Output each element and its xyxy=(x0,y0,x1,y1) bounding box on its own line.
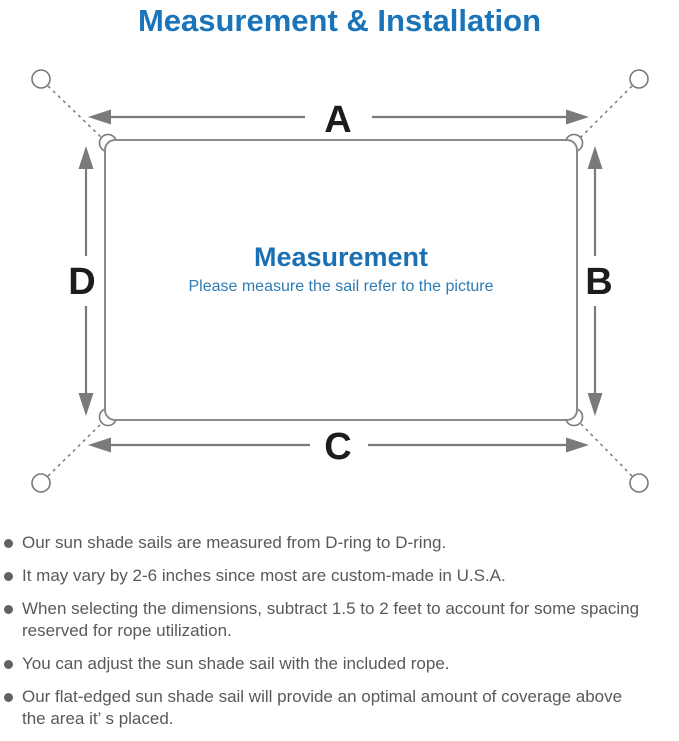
dimension-label-a: A xyxy=(324,99,351,141)
bullet-icon xyxy=(4,539,13,548)
anchor-ring-top-right-icon xyxy=(629,69,649,89)
sail-diagram-canvas: A C D B xyxy=(31,69,649,493)
page-title: Measurement & Installation xyxy=(137,3,542,38)
arrowhead-down-icon xyxy=(587,393,603,416)
anchor-ring-bottom-right-icon xyxy=(629,473,649,493)
list-item: You can adjust the sun shade sail with t… xyxy=(4,653,667,675)
note-text: It may vary by 2-6 inches since most are… xyxy=(22,566,506,585)
dimension-label-b: B xyxy=(585,261,612,303)
bullet-icon xyxy=(4,605,13,614)
note-text: Our flat-edged sun shade sail will provi… xyxy=(22,687,623,728)
diagram-subtitle: Please measure the sail refer to the pic… xyxy=(188,278,494,295)
list-item: Our flat-edged sun shade sail will provi… xyxy=(4,686,667,730)
dimension-arrow-a: A xyxy=(88,99,589,141)
dimension-label-c: C xyxy=(324,426,351,468)
dimension-arrow-d: D xyxy=(68,146,96,416)
arrowhead-left-icon xyxy=(88,437,111,453)
notes-list: Our sun shade sails are measured from D-… xyxy=(0,532,679,741)
arrowhead-right-icon xyxy=(566,109,589,125)
note-text: You can adjust the sun shade sail with t… xyxy=(22,654,450,673)
bullet-icon xyxy=(4,693,13,702)
dimension-arrow-c: C xyxy=(88,426,589,468)
bullet-icon xyxy=(4,660,13,669)
diagram-heading: Measurement xyxy=(253,242,429,272)
rope-dashed-bottom-left xyxy=(47,422,103,477)
diagram-center-text: Measurement Please measure the sail refe… xyxy=(105,242,577,296)
measurement-diagram: A C D B Measurement Please mea xyxy=(0,60,679,520)
arrowhead-right-icon xyxy=(566,437,589,453)
dimension-arrow-b: B xyxy=(585,146,613,416)
shade-sail-outline xyxy=(104,139,578,421)
dimension-label-d: D xyxy=(68,261,95,303)
rope-dashed-top-left xyxy=(47,85,103,139)
bullet-icon xyxy=(4,572,13,581)
rope-dashed-top-right xyxy=(579,85,633,139)
anchor-ring-top-left-icon xyxy=(31,69,51,89)
arrowhead-up-icon xyxy=(587,146,603,169)
list-item: When selecting the dimensions, subtract … xyxy=(4,598,667,642)
list-item: Our sun shade sails are measured from D-… xyxy=(4,532,667,554)
arrowhead-left-icon xyxy=(88,109,111,125)
rope-dashed-bottom-right xyxy=(579,422,633,477)
note-text: Our sun shade sails are measured from D-… xyxy=(22,533,447,552)
anchor-ring-bottom-left-icon xyxy=(31,473,51,493)
list-item: It may vary by 2-6 inches since most are… xyxy=(4,565,667,587)
arrowhead-down-icon xyxy=(78,393,94,416)
arrowhead-up-icon xyxy=(78,146,94,169)
note-text: When selecting the dimensions, subtract … xyxy=(22,599,640,640)
